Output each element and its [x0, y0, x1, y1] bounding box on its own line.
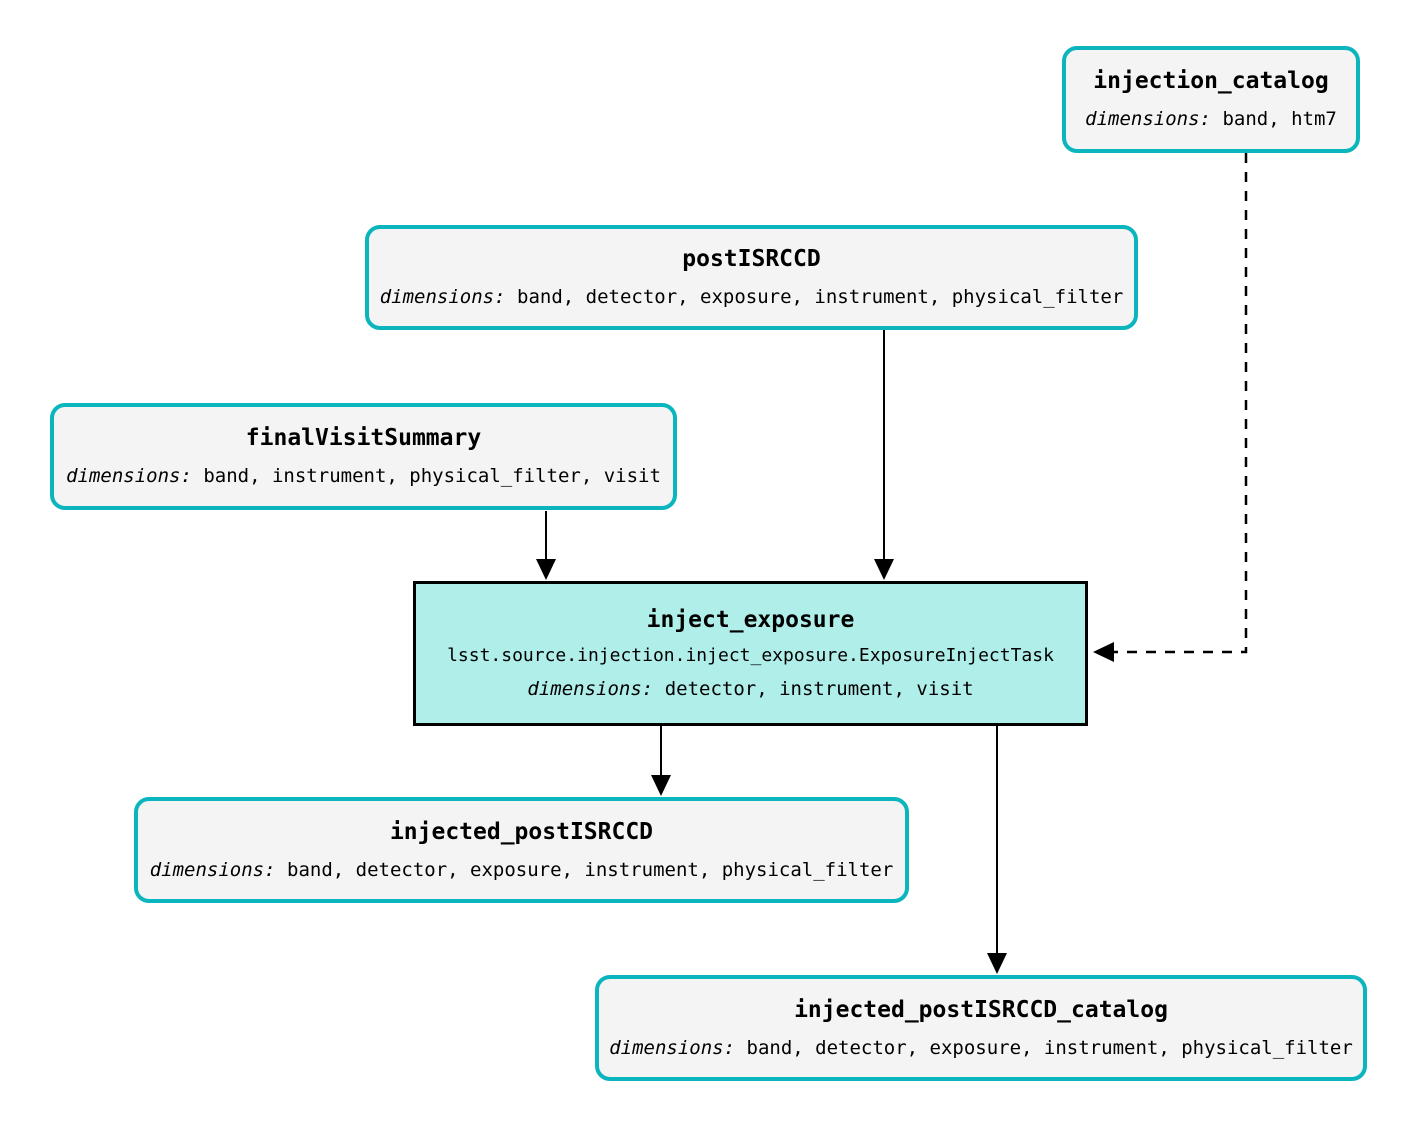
node-injected-postisrccd-catalog: injected_postISRCCD_catalog dimensions: …	[595, 975, 1367, 1081]
edge-inject-exposure-to-injected-postisrccd-catalog	[987, 726, 1007, 974]
dimensions-label: dimensions:	[66, 465, 192, 487]
node-injected-postisrccd: injected_postISRCCD dimensions: band, de…	[134, 797, 909, 903]
dimensions-value: band, instrument, physical_filter, visit	[203, 465, 661, 487]
dimensions-label: dimensions:	[609, 1036, 736, 1059]
node-postisrccd: postISRCCD dimensions: band, detector, e…	[365, 225, 1138, 330]
edge-injection-catalog-to-inject-exposure	[1093, 153, 1248, 662]
arrowhead-down-icon	[651, 775, 671, 796]
task-title: inject_exposure	[646, 606, 855, 633]
dimensions-label: dimensions:	[149, 858, 276, 881]
dimensions-line: dimensions: band, detector, exposure, in…	[149, 858, 894, 881]
edge-postisrccd-to-inject-exposure	[874, 330, 894, 580]
dimensions-label: dimensions:	[527, 677, 654, 700]
dataset-title: finalVisitSummary	[245, 425, 482, 451]
dataset-title: injected_postISRCCD_catalog	[794, 996, 1168, 1023]
task-class: lsst.source.injection.inject_exposure.Ex…	[447, 644, 1054, 666]
node-finalvisitsummary: finalVisitSummary dimensions: band, inst…	[50, 403, 677, 510]
dimensions-value: band, detector, exposure, instrument, ph…	[746, 1036, 1353, 1059]
dimensions-value: band, detector, exposure, instrument, ph…	[517, 286, 1124, 308]
dimensions-value: band, detector, exposure, instrument, ph…	[287, 858, 894, 881]
dimensions-value: detector, instrument, visit	[664, 677, 974, 700]
dimensions-value: band, htm7	[1222, 108, 1337, 130]
dimensions-line: dimensions: band, instrument, physical_f…	[66, 467, 661, 486]
dimensions-line: dimensions: band, htm7	[1085, 110, 1337, 129]
node-injection-catalog: injection_catalog dimensions: band, htm7	[1062, 46, 1360, 153]
dataset-title: injected_postISRCCD	[389, 818, 654, 845]
dimensions-label: dimensions:	[379, 286, 506, 308]
arrowhead-down-icon	[536, 559, 556, 580]
arrowhead-left-icon	[1093, 642, 1114, 662]
dimensions-label: dimensions:	[1085, 108, 1211, 130]
dimensions-line: dimensions: band, detector, exposure, in…	[380, 288, 1124, 307]
dataset-title: injection_catalog	[1093, 68, 1329, 94]
arrowhead-down-icon	[987, 953, 1007, 974]
node-inject-exposure: inject_exposure lsst.source.injection.in…	[413, 581, 1088, 726]
edge-finalvisitsummary-to-inject-exposure	[536, 511, 556, 580]
edge-inject-exposure-to-injected-postisrccd	[651, 726, 671, 796]
dimensions-line: dimensions: band, detector, exposure, in…	[609, 1036, 1353, 1059]
arrowhead-down-icon	[874, 559, 894, 580]
dimensions-line: dimensions: detector, instrument, visit	[527, 677, 974, 700]
dataset-title: postISRCCD	[682, 246, 821, 272]
